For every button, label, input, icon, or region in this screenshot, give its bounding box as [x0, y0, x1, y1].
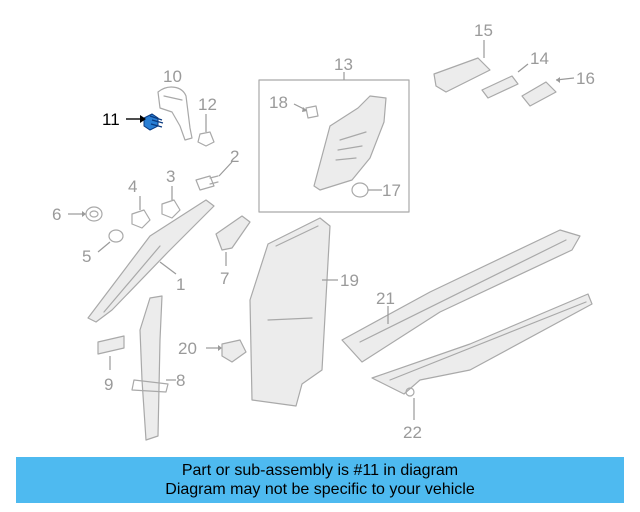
part-13-group-box [258, 72, 410, 213]
callout-16: 16 [576, 69, 595, 88]
callout-5: 5 [82, 247, 91, 266]
callout-6: 6 [52, 205, 61, 224]
info-banner: Part or sub-assembly is #11 in diagram D… [16, 457, 624, 503]
part-3-clip [161, 186, 181, 219]
callout-22: 22 [403, 423, 422, 442]
part-15-garnish [433, 40, 491, 93]
part-11-screw [143, 113, 164, 131]
callout-12: 12 [198, 95, 217, 114]
callout-14: 14 [530, 49, 549, 68]
callout-11: 11 [102, 110, 120, 129]
part-19-pillar-trim [249, 217, 338, 407]
callout-7: 7 [220, 269, 229, 288]
part-9-plate [97, 335, 125, 370]
part-8-garnish [131, 295, 176, 441]
callout-17: 17 [382, 181, 401, 200]
callout-9: 9 [104, 375, 113, 394]
part-20-bracket [206, 339, 247, 363]
part-10-bracket [157, 86, 193, 141]
part-6-grommet [68, 206, 103, 222]
part-2-screw [195, 161, 233, 191]
callout-18: 18 [269, 93, 288, 112]
part-12-clip [197, 114, 215, 147]
callout-3: 3 [166, 167, 175, 186]
part-1-pillar-trim [87, 199, 215, 323]
part-4-clip [131, 196, 151, 229]
part-13-upper-trim [313, 95, 387, 191]
callout-4: 4 [128, 177, 137, 196]
callout-10: 10 [163, 67, 182, 86]
callout-21: 21 [376, 289, 395, 308]
callout-20: 20 [178, 339, 197, 358]
banner-line-1: Part or sub-assembly is #11 in diagram [181, 462, 459, 479]
part-5-grommet [97, 229, 124, 253]
arrow-11 [140, 115, 146, 123]
part-17-clip [351, 182, 382, 198]
callout-8: 8 [176, 371, 185, 390]
part-22-reinforcement [371, 293, 593, 420]
callout-15: 15 [474, 21, 493, 40]
part-16-clip [521, 77, 575, 107]
callout-2: 2 [230, 147, 239, 166]
part-18-screw [293, 103, 319, 119]
callout-1: 1 [176, 275, 185, 294]
part-7-cover [215, 215, 251, 266]
part-21-sill-trim [341, 229, 581, 363]
callout-19: 19 [340, 271, 359, 290]
part-14-clip [481, 63, 529, 99]
callout-13: 13 [334, 55, 353, 74]
banner-line-2: Diagram may not be specific to your vehi… [165, 481, 475, 498]
